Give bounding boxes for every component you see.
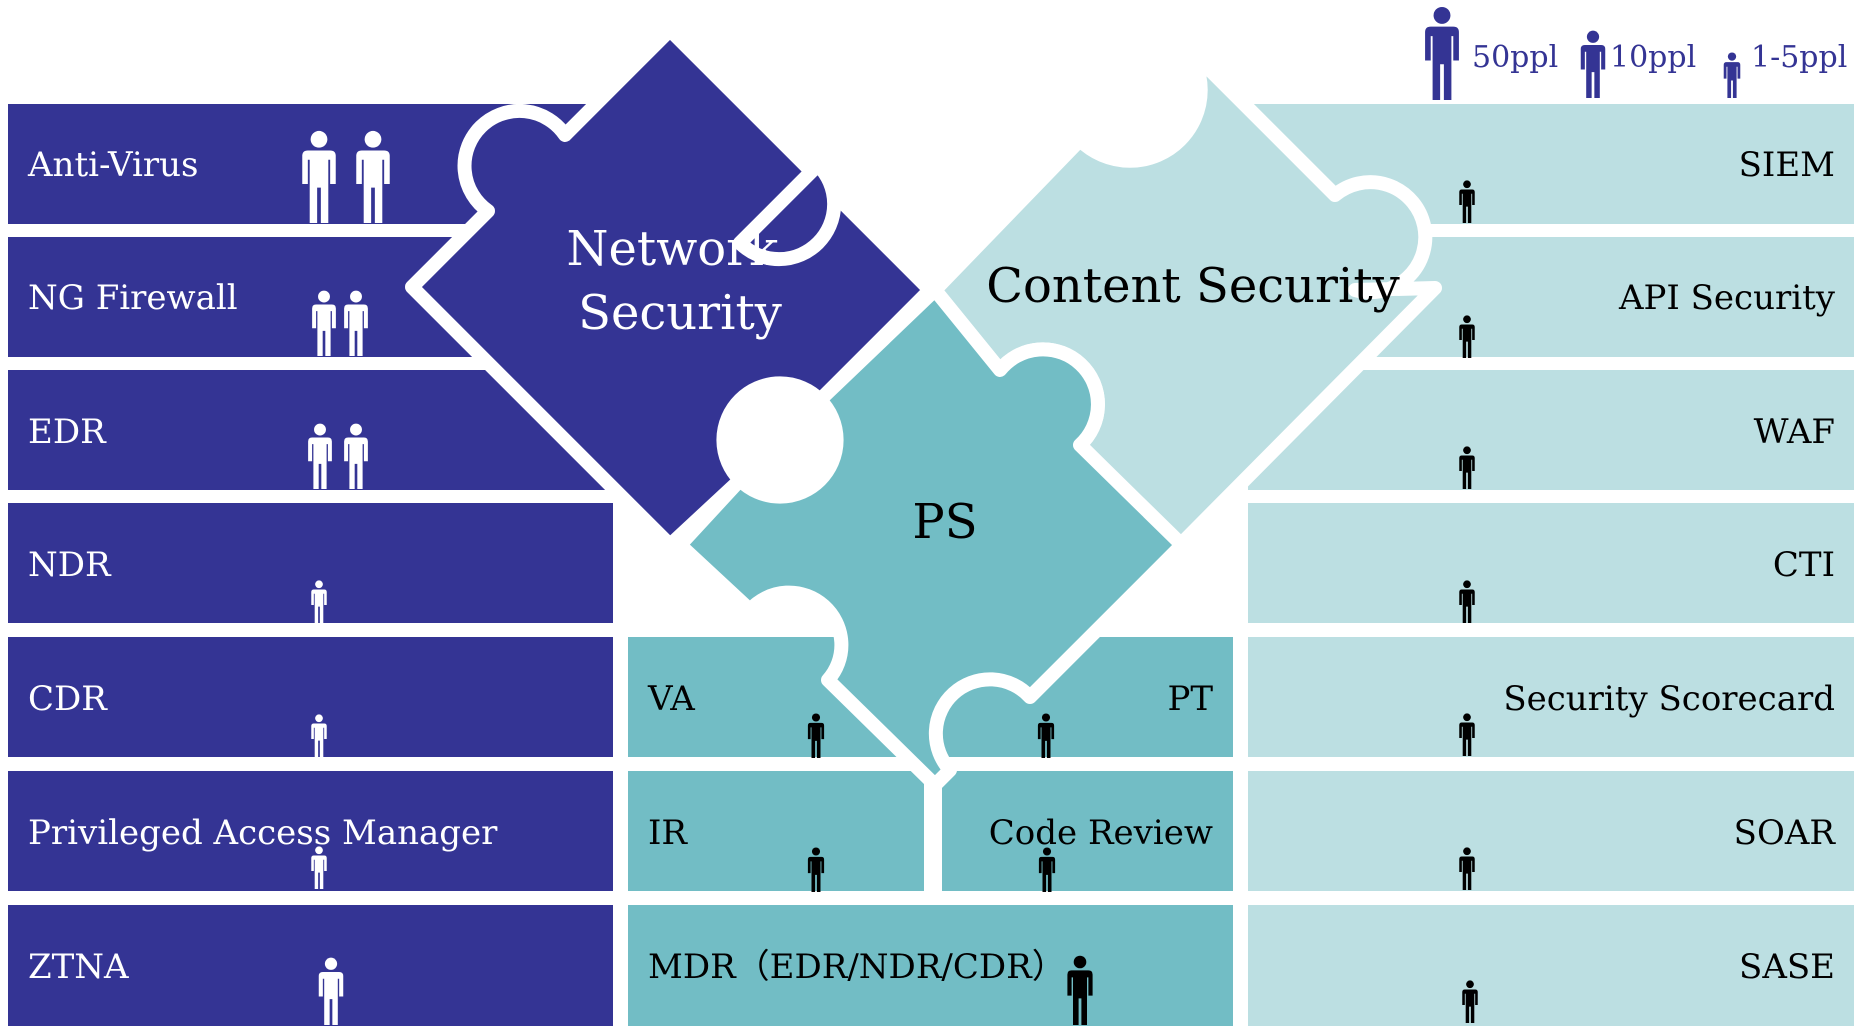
tile-ir <box>628 771 924 891</box>
ps-label: PS <box>912 494 977 550</box>
tile-code-review <box>936 771 1233 891</box>
label-edr: EDR <box>28 412 107 452</box>
tile-sase <box>1248 905 1854 1026</box>
puzzle-labels: Network Security Content Security PS <box>567 221 1400 550</box>
label-security-scorecard: Security Scorecard <box>1503 679 1835 719</box>
label-siem: SIEM <box>1739 145 1835 185</box>
puzzle <box>405 23 1442 905</box>
ps-tile-labels: VA PT IR Code Review MDR（EDR/NDR/CDR） <box>647 679 1213 987</box>
label-mdr: MDR（EDR/NDR/CDR） <box>648 947 1066 987</box>
puzzle-piece-ps <box>673 283 1189 792</box>
tile-pam <box>8 771 613 891</box>
network-tile-labels: Anti-Virus NG Firewall EDR NDR CDR Privi… <box>27 145 498 987</box>
label-code-review: Code Review <box>989 813 1213 853</box>
tile-security-scorecard <box>1248 637 1854 757</box>
label-waf: WAF <box>1754 412 1835 452</box>
legend-1-5ppl: 1-5ppl <box>1751 40 1847 75</box>
tile-mdr <box>628 905 1233 1026</box>
label-anti-virus: Anti-Virus <box>27 145 198 185</box>
label-cdr: CDR <box>28 679 108 719</box>
tile-cti <box>1248 503 1854 623</box>
label-ir: IR <box>648 813 688 853</box>
tile-cdr <box>8 637 613 757</box>
puzzle-piece-network <box>405 23 937 552</box>
tile-soar <box>1248 771 1854 891</box>
legend: 50ppl 10ppl 1-5ppl <box>1425 6 1847 100</box>
person-icon <box>1425 6 1459 100</box>
tile-ndr <box>8 503 613 623</box>
network-security-line1: Network <box>567 221 780 277</box>
label-ndr: NDR <box>28 545 112 585</box>
legend-50ppl: 50ppl <box>1472 40 1558 75</box>
label-cti: CTI <box>1773 545 1835 585</box>
label-ng-firewall: NG Firewall <box>28 278 238 318</box>
tile-ztna <box>8 905 613 1026</box>
person-icon <box>1580 30 1606 98</box>
label-sase: SASE <box>1739 947 1835 987</box>
label-ztna: ZTNA <box>28 947 129 987</box>
label-soar: SOAR <box>1734 813 1837 853</box>
content-tile-labels: SIEM API Security WAF CTI Security Score… <box>1503 145 1836 987</box>
legend-10ppl: 10ppl <box>1610 40 1696 75</box>
ps-tiles <box>628 637 1233 1026</box>
label-va: VA <box>647 679 695 719</box>
network-security-label: Network Security <box>567 221 794 341</box>
person-icon <box>1723 52 1741 98</box>
content-security-label: Content Security <box>986 258 1399 314</box>
label-pt: PT <box>1167 679 1213 719</box>
label-api-security: API Security <box>1618 278 1836 318</box>
network-security-line2: Security <box>578 285 782 341</box>
label-pam: Privileged Access Manager <box>28 813 498 853</box>
tile-waf <box>1248 370 1854 490</box>
